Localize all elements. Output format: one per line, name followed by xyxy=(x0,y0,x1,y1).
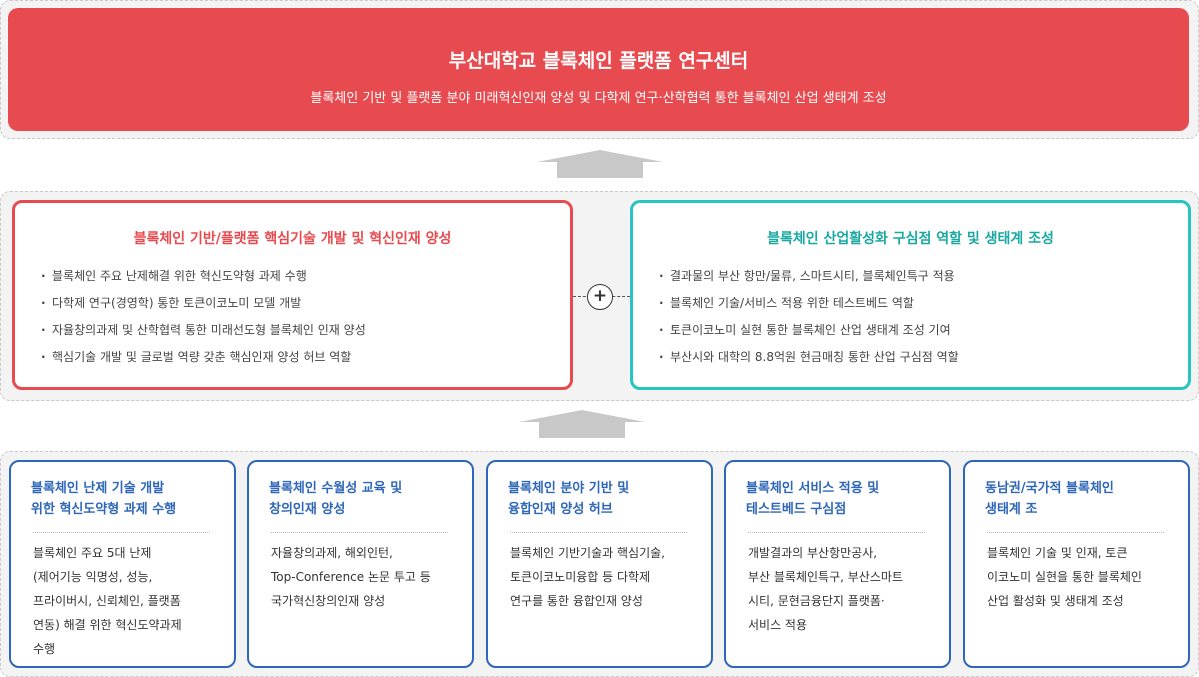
list-item: 블록체인 주요 난제해결 위한 혁신도약형 과제 수행 xyxy=(41,267,366,294)
banner-title: 부산대학교 블록체인 플랫폼 연구센터 xyxy=(448,50,749,72)
card-divider xyxy=(271,532,448,533)
card-divider xyxy=(510,532,687,533)
list-item: 자율창의과제 및 산학협력 통한 미래선도형 블록체인 인재 양성 xyxy=(41,321,366,348)
list-item: 부산시와 대학의 8.8억원 현금매칭 통한 산업 구심점 역할 xyxy=(659,348,959,375)
core-tech-list: 블록체인 주요 난제해결 위한 혁신도약형 과제 수행 다학제 연구(경영학) … xyxy=(41,267,366,375)
banner-subtitle: 블록체인 기반 및 플랫폼 분야 미래혁신인재 양성 및 다학제 연구·산학협력… xyxy=(310,91,887,106)
industry-box: 블록체인 산업활성화 구심점 역할 및 생태계 조성 결과물의 부산 항만/물류… xyxy=(630,200,1191,390)
industry-list: 결과물의 부산 항만/물류, 스마트시티, 블록체인특구 적용 블록체인 기술/… xyxy=(659,267,959,375)
center-banner: 부산대학교 블록체인 플랫폼 연구센터 블록체인 기반 및 플랫폼 분야 미래혁… xyxy=(8,8,1189,131)
industry-title: 블록체인 산업활성화 구심점 역할 및 생태계 조성 xyxy=(767,231,1054,247)
list-item: 블록체인 기술/서비스 적용 위한 테스트베드 역할 xyxy=(659,294,959,321)
card-divider xyxy=(748,532,925,533)
card-divider xyxy=(987,532,1164,533)
plus-icon: + xyxy=(587,284,613,310)
list-item: 핵심기술 개발 및 글로벌 역량 갖춘 핵심인재 양성 허브 역할 xyxy=(41,348,366,375)
list-item: 결과물의 부산 항만/물류, 스마트시티, 블록체인특구 적용 xyxy=(659,267,959,294)
up-arrow-top xyxy=(537,150,663,178)
list-item: 다학제 연구(경영학) 통한 토큰이코노미 모델 개발 xyxy=(41,294,366,321)
card-divider xyxy=(33,532,210,533)
card-description: 블록체인 주요 5대 난제(제어기능 익명성, 성능,프라이버시, 신뢰체인, … xyxy=(33,546,182,656)
core-tech-title: 블록체인 기반/플랫폼 핵심기술 개발 및 혁신인재 양성 xyxy=(133,231,452,247)
core-tech-box: 블록체인 기반/플랫폼 핵심기술 개발 및 혁신인재 양성 블록체인 주요 난제… xyxy=(12,200,573,390)
list-item: 토큰이코노미 실현 통한 블록체인 산업 생태계 조성 기여 xyxy=(659,321,959,348)
up-arrow-bottom xyxy=(519,410,645,438)
